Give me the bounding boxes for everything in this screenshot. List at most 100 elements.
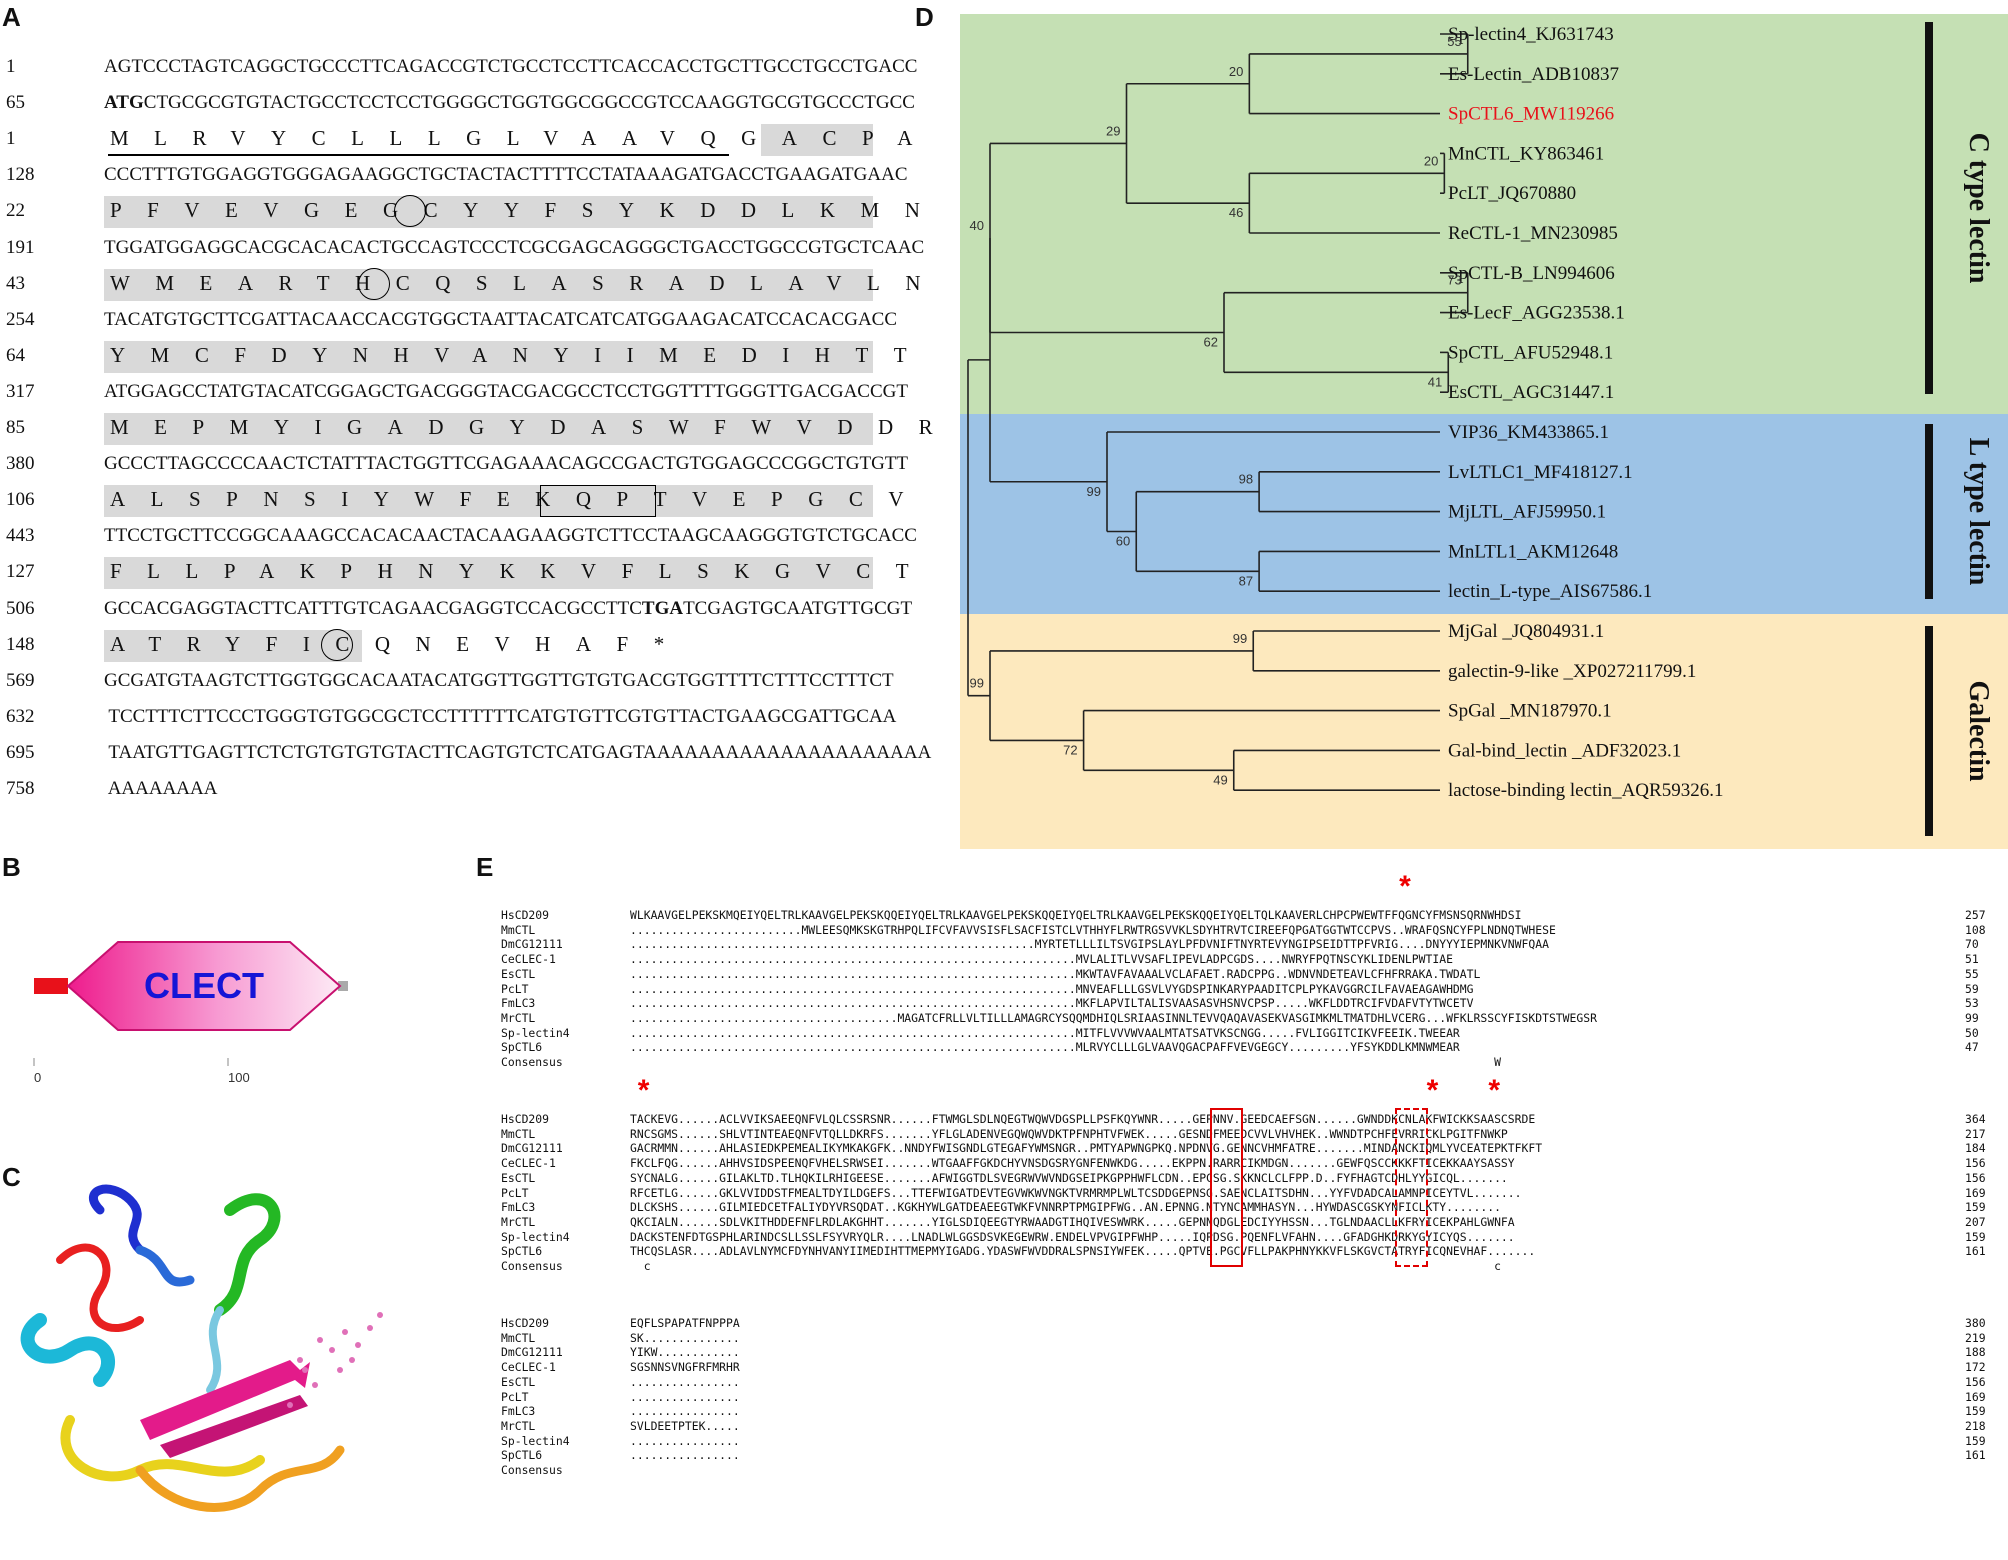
tree-leaf-label: MnLTL1_AKM12648 bbox=[1448, 541, 1618, 562]
alignment-seq-name: MrCTL bbox=[501, 1418, 536, 1433]
alignment-seq-name: PcLT bbox=[501, 981, 529, 996]
nucleotide-sequence: CTGCGCGTGTACTGCCTCCTCCTGGGGCTGGTGGCGGCCG… bbox=[143, 92, 915, 114]
mature-region-shading bbox=[104, 557, 873, 590]
alignment-seq: ........................................… bbox=[630, 937, 1549, 952]
tree-leaf-label: Es-LecF_AGG23538.1 bbox=[1448, 303, 1625, 324]
nucleotide-sequence: TAATGTTGAGTTCTCTGTGTGTGTACTTCAGTGTCTCATG… bbox=[104, 741, 932, 763]
tree-leaf-label: SpGal _MN187970.1 bbox=[1448, 701, 1612, 722]
alignment-end-position: 55 bbox=[1965, 966, 1979, 981]
nucleotide-sequence: TCCTTTCTTCCCTGGGTGTGGCGCTCCTTTTTTCATGTGT… bbox=[104, 705, 897, 727]
alignment-seq: c c bbox=[630, 1259, 1501, 1273]
alignment-end-position: 70 bbox=[1965, 937, 1979, 952]
alignment-end-position: 156 bbox=[1965, 1156, 1986, 1171]
position-number: 148 bbox=[6, 633, 35, 655]
bootstrap-value: 98 bbox=[1239, 472, 1253, 487]
alignment-end-position: 172 bbox=[1965, 1360, 1986, 1375]
alignment-seq-name: DmCG12111 bbox=[501, 1141, 563, 1156]
qpt-motif-box bbox=[540, 485, 656, 518]
alignment-seq-name: Sp-lectin4 bbox=[501, 1433, 570, 1448]
nucleotide-sequence: TACATGTGCTTCGATTACAACCACGTGGCTAATTACATCA… bbox=[104, 308, 898, 330]
alignment-seq: .......................................M… bbox=[630, 1010, 1597, 1025]
alignment-seq: ........................................… bbox=[630, 1040, 1460, 1055]
alignment-seq: ........................................… bbox=[630, 981, 1474, 996]
c-terminal-bar bbox=[338, 981, 348, 991]
alignment-end-position: 159 bbox=[1965, 1200, 1986, 1215]
conserved-cysteine-star: * bbox=[1488, 1074, 1501, 1107]
ribbon-structure bbox=[20, 1184, 383, 1512]
position-number: 695 bbox=[6, 741, 35, 763]
amino-acid-sequence: ATRYFICQNEVHAF* bbox=[110, 631, 690, 656]
signal-peptide-bar bbox=[34, 978, 68, 994]
panel-label-a: A bbox=[2, 2, 21, 32]
tree-leaf-label: lactose-binding lectin_AQR59326.1 bbox=[1448, 780, 1723, 801]
group-band bbox=[960, 14, 2008, 414]
nucleotide-sequence: GCCCTTAGCCCCAACTCTATTTACTGGTTCGAGAAACAGC… bbox=[104, 453, 909, 475]
alignment-seq: YIKW............ bbox=[630, 1345, 740, 1360]
tree-leaf-label: SpCTL6_MW119266 bbox=[1448, 104, 1614, 125]
position-number: 317 bbox=[6, 380, 35, 402]
alignment-end-position: 380 bbox=[1965, 1316, 1986, 1330]
domain-diagram-panel: CLECT 0 100 bbox=[0, 850, 480, 1150]
position-number: 632 bbox=[6, 705, 35, 727]
nucleotide-sequence: CCCTTTGTGGAGGTGGGAGAAGGCTGCTACTACTTTTCCT… bbox=[104, 164, 908, 186]
clect-domain bbox=[66, 941, 342, 1031]
bootstrap-value: 99 bbox=[970, 676, 984, 691]
alignment-end-position: 207 bbox=[1965, 1214, 1986, 1229]
position-number: 85 bbox=[6, 417, 25, 438]
alignment-seq: ................ bbox=[630, 1389, 740, 1404]
position-number: 1 bbox=[6, 56, 16, 77]
alignment-seq-name: CeCLEC-1 bbox=[501, 952, 556, 967]
alignment-seq-name: SpCTL6 bbox=[501, 1244, 543, 1259]
alignment-end-position: 50 bbox=[1965, 1025, 1979, 1040]
alignment-seq: ........................................… bbox=[630, 1025, 1460, 1040]
position-number: 254 bbox=[6, 308, 35, 330]
alignment-end-position: 161 bbox=[1965, 1448, 1986, 1463]
alignment-seq: ................ bbox=[630, 1448, 740, 1463]
alignment-end-position: 156 bbox=[1965, 1170, 1986, 1185]
alignment-seq-name: FmLC3 bbox=[501, 1404, 536, 1419]
position-number: 22 bbox=[6, 200, 25, 222]
scale-tick-0: 0 bbox=[34, 1070, 41, 1085]
position-number: 191 bbox=[6, 236, 35, 258]
alignment-end-position: 188 bbox=[1965, 1345, 1986, 1360]
tree-leaf-label: LvLTLC1_MF418127.1 bbox=[1448, 462, 1633, 483]
panel-label-c: C bbox=[2, 1162, 21, 1192]
alignment-seq-name: MrCTL bbox=[501, 1010, 536, 1025]
tree-leaf-label: Es-Lectin_ADB10837 bbox=[1448, 64, 1619, 85]
mature-region-shading bbox=[761, 124, 873, 157]
alignment-end-position: 364 bbox=[1965, 1112, 1986, 1126]
alignment-seq: TACKEVG......ACLVVIKSAEEQNFVLQLCSSRSNR..… bbox=[630, 1112, 1536, 1126]
scale-tick-100: 100 bbox=[228, 1070, 250, 1085]
alignment-seq-name: SpCTL6 bbox=[501, 1448, 543, 1463]
bootstrap-value: 46 bbox=[1229, 205, 1243, 220]
alignment-end-position: 99 bbox=[1965, 1010, 1979, 1025]
epn-motif-box bbox=[1210, 1108, 1243, 1267]
alignment-seq-name: HsCD209 bbox=[501, 1112, 550, 1126]
alignment-seq-name: Consensus bbox=[501, 1259, 563, 1273]
mature-region-shading bbox=[104, 485, 873, 518]
alignment-seq: RNCSGMS......SHLVTINTEAEQNFVTQLLDKRFS...… bbox=[630, 1126, 1508, 1141]
alignment-seq-name: EsCTL bbox=[501, 966, 536, 981]
alignment-seq: ................ bbox=[630, 1433, 740, 1448]
position-number: 128 bbox=[6, 164, 35, 186]
alignment-seq: DACKSTENFDTGSPHLARINDCSLLSSLFSYVRYQLR...… bbox=[630, 1229, 1515, 1244]
alignment-end-position: 108 bbox=[1965, 922, 1986, 937]
mature-region-shading bbox=[104, 340, 873, 373]
stop-codon: TGA bbox=[641, 597, 684, 619]
conserved-cysteine-star: * bbox=[1399, 870, 1411, 903]
alignment-end-position: 159 bbox=[1965, 1433, 1986, 1448]
group-bar bbox=[1925, 424, 1933, 599]
position-number: 443 bbox=[6, 525, 35, 547]
alignment-seq-name: PcLT bbox=[501, 1389, 529, 1404]
mature-region-shading bbox=[104, 413, 873, 445]
group-label: C type lectin bbox=[1963, 133, 1994, 284]
clect-domain-label: CLECT bbox=[144, 965, 264, 1006]
alignment-seq: GACRMMN......AHLASIEDKPEMEALIKYMKAKGFK..… bbox=[630, 1141, 1543, 1156]
position-number: 127 bbox=[6, 561, 35, 583]
bootstrap-value: 55 bbox=[1447, 34, 1461, 49]
tree-leaf-label: MjLTL_AFJ59950.1 bbox=[1448, 502, 1606, 523]
tree-leaf-label: Gal-bind_lectin _ADF32023.1 bbox=[1448, 740, 1681, 761]
mature-region-shading bbox=[104, 268, 873, 301]
